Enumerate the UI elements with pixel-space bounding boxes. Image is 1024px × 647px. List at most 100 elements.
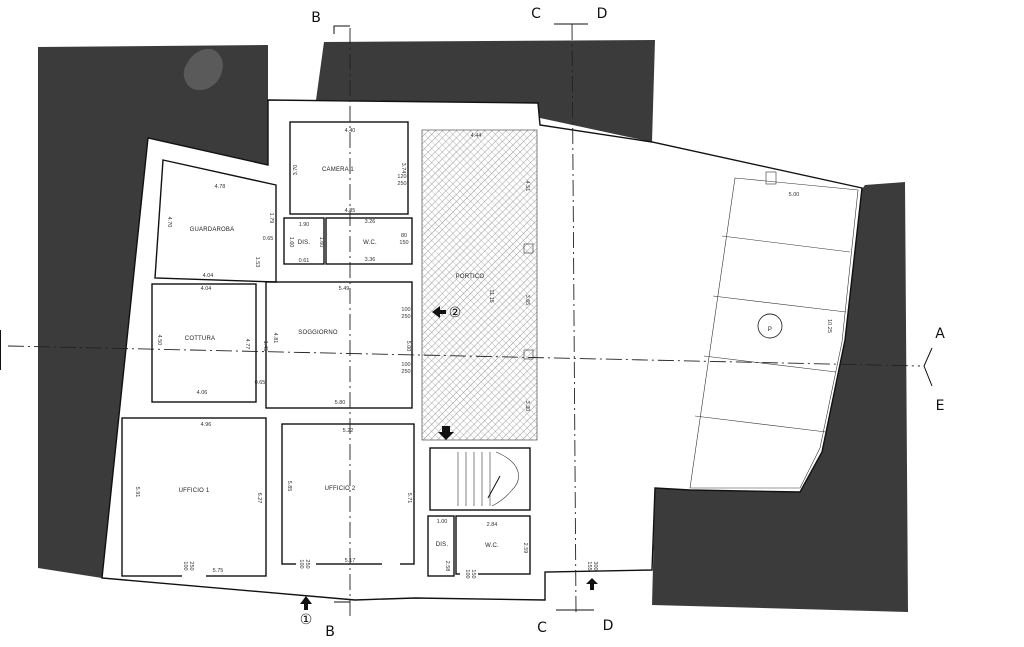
dim: 5.85: [286, 481, 292, 492]
dim: 1.60: [318, 237, 324, 248]
dim: 0.65: [255, 380, 266, 386]
room-soggiorno: [265, 281, 413, 409]
room-stairs: [429, 447, 531, 511]
dim: 4.85: [345, 208, 356, 214]
dim: 2.84: [487, 522, 498, 528]
dim: 5.00: [405, 341, 411, 352]
label-wc-bottom: W.C.: [485, 543, 499, 549]
dim: 100: [401, 307, 410, 313]
dim: 5.49: [339, 286, 350, 292]
dim: 100: [298, 559, 304, 568]
label-b-bottom: B: [325, 624, 335, 640]
dim: 100: [401, 362, 410, 368]
entrance-2-label: ②: [449, 305, 462, 321]
label-c-bottom: C: [537, 620, 547, 636]
dim: 4.06: [197, 390, 208, 396]
room-ufficio2: [281, 423, 415, 565]
dim: 250: [401, 314, 410, 320]
parking-symbol: P: [757, 313, 783, 339]
label-e-right: E: [936, 398, 945, 414]
dim: 4.77: [244, 339, 250, 350]
label-ufficio1: UFFICIO 1: [179, 488, 210, 494]
dim: 100: [464, 569, 470, 578]
dim: 5.80: [335, 400, 346, 406]
label-dis-top: DIS.: [298, 240, 311, 246]
label-camera1: CAMERA 1: [322, 167, 354, 173]
label-wc-top: W.C.: [363, 240, 377, 246]
section-mark-b-top: B: [311, 10, 350, 34]
dim: 2.59: [522, 543, 528, 554]
dim: 80: [401, 233, 407, 239]
dim: 4.81: [272, 333, 278, 344]
room-dis-top: [283, 217, 325, 265]
label-a-right: A: [935, 326, 945, 342]
entrance-arrow-1: ①: [300, 596, 313, 628]
dim: 4.50: [156, 335, 162, 346]
dim: 300: [592, 561, 598, 570]
arrow-stairs: [438, 426, 454, 440]
room-dis-bottom: [427, 515, 455, 577]
axis-cd: [571, 23, 577, 613]
dim: 250: [401, 369, 410, 375]
section-mark-cd-bottom: C D: [537, 609, 614, 636]
dim: 250: [304, 559, 310, 568]
dim: 0.65: [263, 236, 274, 242]
dim: 5.00: [789, 192, 800, 198]
label-portico: PORTICO: [456, 274, 485, 280]
dark-area-right: [652, 182, 908, 612]
dim: 0.61: [299, 258, 310, 264]
section-mark-cd-top: C D: [531, 6, 607, 25]
dim: 1.53: [254, 257, 260, 268]
dim: 5.22: [343, 428, 354, 434]
dim: 4.40: [345, 128, 356, 134]
dim: 155: [586, 561, 592, 570]
entrance-arrow-2: ②: [432, 305, 461, 321]
label-ufficio2: UFFICIO 2: [325, 486, 356, 492]
dim: 3.30: [524, 401, 530, 412]
dim: 1.90: [299, 222, 310, 228]
dim: 4.04: [203, 273, 214, 279]
dim: 6.27: [256, 493, 262, 504]
dim: 4.51: [524, 181, 530, 192]
dim: 250: [188, 561, 194, 570]
dim: 3.70: [293, 165, 299, 176]
dim: 2.58: [444, 561, 450, 572]
section-mark-ae: A E: [923, 326, 945, 414]
dim: 3.74: [400, 163, 406, 174]
dim: 120: [397, 174, 406, 180]
dim: 150: [399, 240, 408, 246]
dim: 100: [182, 561, 188, 570]
parking-area: [689, 177, 859, 489]
stairs: [457, 451, 519, 507]
dim: 1.00: [437, 519, 448, 525]
label-d-bottom: D: [603, 618, 614, 634]
label-dis-bottom: DIS.: [436, 542, 449, 548]
dim: 4.78: [215, 184, 226, 190]
dim: 250: [397, 181, 406, 187]
dimension-labels: 4.40 4.85 3.70 3.74 120 250 4.44 4.51 11…: [134, 128, 832, 579]
dim: 5.75: [213, 568, 224, 574]
dim: 3.26: [365, 219, 376, 225]
blob-mark: [183, 48, 223, 91]
label-cottura: COTTURA: [185, 336, 215, 342]
dim: 4.44: [471, 133, 482, 139]
dim: 150: [470, 569, 476, 578]
dim: 5.17: [345, 558, 356, 564]
label-b-top: B: [311, 10, 321, 26]
label-soggiorno: SOGGIORNO: [298, 330, 338, 336]
dim: 1.79: [268, 213, 274, 224]
dim: 10.25: [826, 319, 832, 333]
arrow-portico-door: [586, 578, 598, 590]
room-wc-bottom: [455, 515, 531, 575]
label-guardaroba: GUARDAROBA: [190, 227, 235, 233]
dim: 1.60: [288, 237, 294, 248]
section-mark-b-bottom: B: [325, 601, 350, 640]
dim: 1.45: [262, 341, 268, 352]
dim: 4.70: [166, 217, 172, 228]
room-camera1: [289, 121, 409, 215]
room-wc-top: [325, 217, 413, 265]
entrance-1-label: ①: [300, 612, 313, 628]
label-c-top: C: [531, 6, 541, 22]
dark-area-top: [316, 40, 655, 142]
